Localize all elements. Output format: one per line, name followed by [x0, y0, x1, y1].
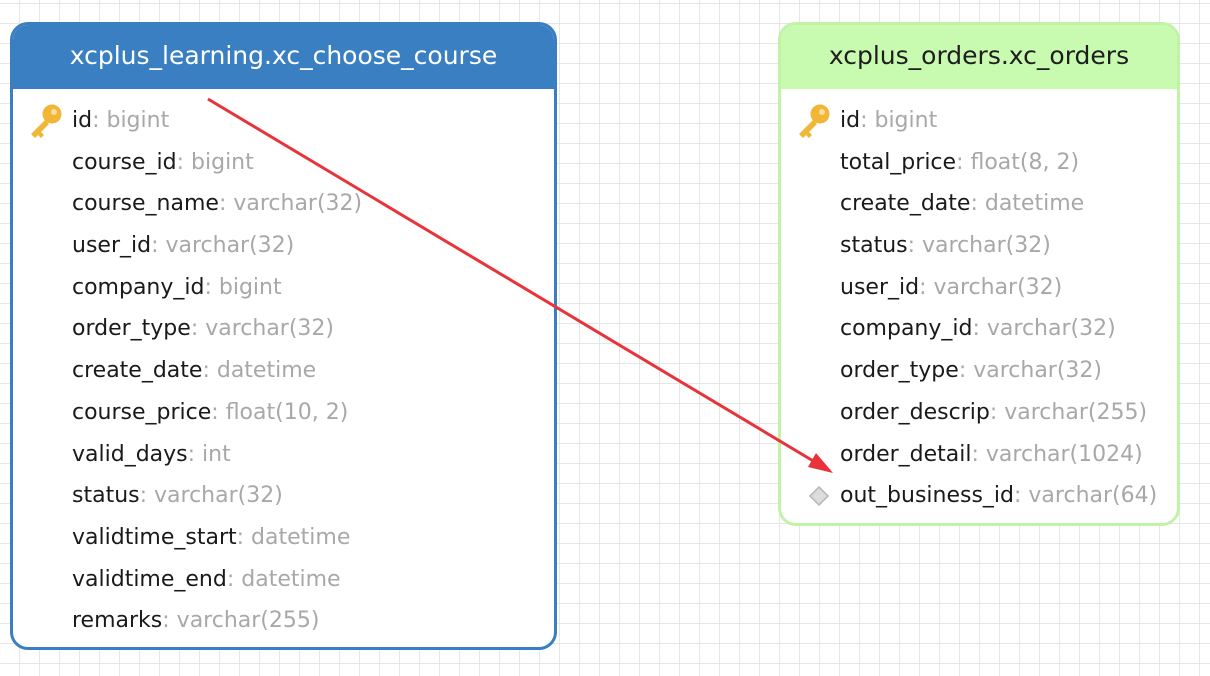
- field-type: : datetime: [236, 524, 351, 550]
- field-type: : bigint: [92, 108, 170, 133]
- field-name: order_type: [840, 358, 959, 384]
- field-row-course-id[interactable]: course_id: bigint: [13, 145, 554, 187]
- field-type: : varchar(32): [972, 316, 1116, 342]
- field-type: : float(10, 2): [211, 399, 349, 425]
- field-row-user-id[interactable]: user_id: varchar(32): [781, 270, 1177, 312]
- field-row-total-price[interactable]: total_price: float(8, 2): [781, 145, 1177, 187]
- field-row-id[interactable]: id: bigint: [781, 103, 1177, 145]
- field-type: : bigint: [176, 149, 254, 175]
- field-name: id: [72, 108, 93, 133]
- field-name: valid_days: [72, 441, 188, 467]
- field-type: : varchar(32): [190, 316, 335, 342]
- field-name: create_date: [840, 191, 971, 217]
- field-type: : bigint: [860, 108, 938, 133]
- field-row-user-id[interactable]: user_id: varchar(32): [13, 228, 554, 270]
- table-xc-choose-course[interactable]: xcplus_learning.xc_choose_course id: big…: [10, 22, 557, 650]
- field-name: total_price: [840, 149, 957, 175]
- field-row-create-date[interactable]: create_date: datetime: [781, 186, 1177, 228]
- field-type: : varchar(32): [139, 483, 283, 509]
- field-row-course-name[interactable]: course_name: varchar(32): [13, 186, 554, 228]
- field-row-order-type[interactable]: order_type: varchar(32): [781, 353, 1177, 395]
- field-type: : varchar(32): [151, 233, 295, 259]
- field-row-validtime-end[interactable]: validtime_end: datetime: [13, 562, 554, 604]
- field-type: : varchar(32): [919, 274, 1063, 300]
- field-name: out_business_id: [840, 483, 1014, 509]
- field-name: status: [840, 233, 908, 259]
- field-name: course_name: [72, 191, 219, 217]
- field-row-id[interactable]: id: bigint: [13, 103, 554, 145]
- field-name: status: [72, 483, 140, 509]
- field-type: : datetime: [970, 191, 1085, 217]
- field-name: user_id: [840, 274, 920, 300]
- field-row-order-descrip[interactable]: order_descrip: varchar(255): [781, 395, 1177, 437]
- field-type: : int: [187, 441, 231, 467]
- field-name: company_id: [72, 274, 205, 300]
- field-name: company_id: [840, 316, 973, 342]
- field-type: : datetime: [202, 358, 317, 384]
- primary-key-icon: [793, 103, 833, 139]
- field-type: : varchar(1024): [971, 441, 1143, 467]
- field-type: : varchar(32): [218, 191, 363, 217]
- field-type: : datetime: [226, 566, 341, 592]
- field-type: : varchar(255): [989, 399, 1148, 425]
- field-type: : bigint: [204, 274, 282, 300]
- field-type: : varchar(255): [162, 608, 320, 634]
- field-name: id: [840, 108, 861, 133]
- field-type: : varchar(32): [958, 358, 1103, 384]
- field-row-status[interactable]: status: varchar(32): [781, 228, 1177, 270]
- field-row-course-price[interactable]: course_price: float(10, 2): [13, 395, 554, 437]
- field-row-remarks[interactable]: remarks: varchar(255): [13, 603, 554, 645]
- table-title[interactable]: xcplus_learning.xc_choose_course: [13, 25, 554, 89]
- field-row-valid-days[interactable]: valid_days: int: [13, 437, 554, 479]
- table-title[interactable]: xcplus_orders.xc_orders: [781, 25, 1177, 89]
- field-row-company-id[interactable]: company_id: varchar(32): [781, 311, 1177, 353]
- index-diamond-icon: [793, 478, 833, 514]
- field-name: remarks: [72, 608, 163, 634]
- field-name: course_id: [72, 149, 177, 175]
- primary-key-icon: [25, 103, 65, 139]
- field-row-order-type[interactable]: order_type: varchar(32): [13, 311, 554, 353]
- field-name: order_descrip: [840, 399, 990, 425]
- field-row-create-date[interactable]: create_date: datetime: [13, 353, 554, 395]
- field-type: : float(8, 2): [956, 149, 1080, 175]
- field-name: validtime_end: [72, 566, 227, 592]
- field-name: validtime_start: [72, 524, 237, 550]
- field-type: : varchar(64): [1014, 483, 1158, 509]
- field-row-company-id[interactable]: company_id: bigint: [13, 270, 554, 312]
- field-name: order_detail: [840, 441, 972, 467]
- field-name: user_id: [72, 233, 152, 259]
- field-row-status[interactable]: status: varchar(32): [13, 478, 554, 520]
- field-type: : varchar(32): [907, 233, 1051, 259]
- field-name: course_price: [72, 399, 212, 425]
- field-row-out-business-id[interactable]: out_business_id: varchar(64): [781, 478, 1177, 520]
- field-name: order_type: [72, 316, 191, 342]
- field-name: create_date: [72, 358, 203, 384]
- field-row-validtime-start[interactable]: validtime_start: datetime: [13, 520, 554, 562]
- field-row-order-detail[interactable]: order_detail: varchar(1024): [781, 437, 1177, 479]
